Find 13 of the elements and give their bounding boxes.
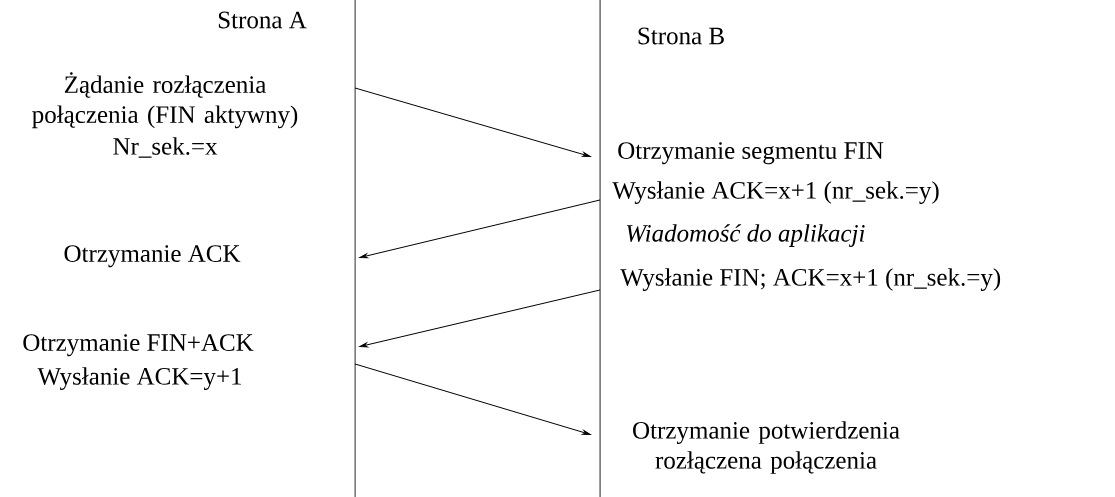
message-text: Żądanie rozłączenia połączenia (FIN aktywny) <box>32 72 298 129</box>
arrow <box>359 199 601 259</box>
message-text: Otrzymanie FIN+ACK <box>23 334 254 357</box>
message-text: Wysłanie ACK=y+1 <box>37 367 242 390</box>
message-text: Wysłanie FIN; ACK=x+1 (nr_sek.=y) <box>620 268 1001 291</box>
arrow <box>354 87 591 157</box>
message-text: Otrzymanie ACK <box>64 245 241 268</box>
arrow <box>354 363 591 435</box>
message-text: Wiadomość do aplikacji <box>626 224 865 247</box>
message-text: Otrzymanie segmentu FIN <box>618 142 884 165</box>
arrow <box>359 289 601 348</box>
message-text: Otrzymanie potwierdzenia rozłączena połączenia <box>633 421 900 474</box>
message-text: Wysłanie ACK=x+1 (nr_sek.=y) <box>612 181 939 204</box>
